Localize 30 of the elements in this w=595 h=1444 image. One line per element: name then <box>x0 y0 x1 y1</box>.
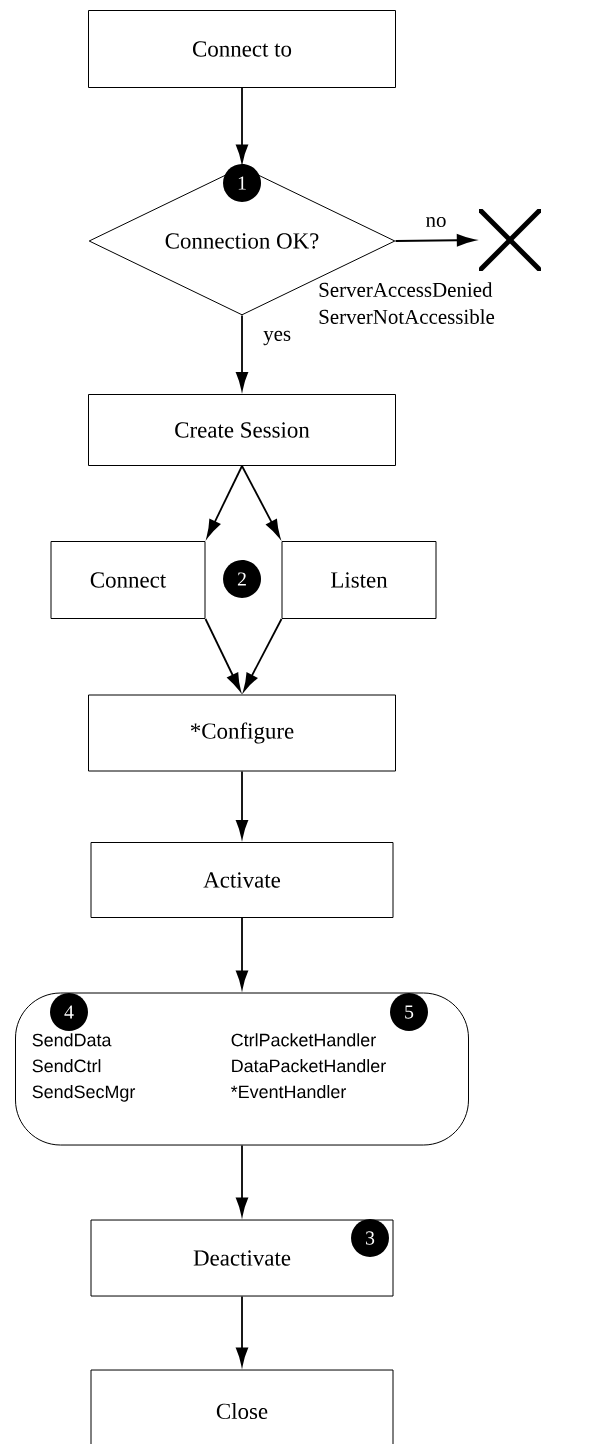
arrow <box>243 618 283 692</box>
method-list: SendData SendCtrl SendSecMgr <box>32 1033 136 1102</box>
method-list: CtrlPacketHandler DataPacketHandler *EventHandler <box>231 1033 386 1099</box>
process-box: Connect to <box>88 10 396 88</box>
exception-name: ServerNotAccessible <box>319 309 495 324</box>
edge-label: no <box>424 215 448 229</box>
process-box: *Configure <box>88 694 396 772</box>
arrow <box>236 1144 248 1216</box>
arrow <box>236 87 248 163</box>
arrow <box>204 618 241 692</box>
process-box: Create Session <box>88 394 396 466</box>
callout-number: 4 <box>50 993 88 1031</box>
callout-number: 2 <box>223 560 261 598</box>
arrow <box>236 917 248 989</box>
arrow <box>236 770 248 839</box>
arrow <box>241 465 281 538</box>
arrow <box>236 1295 248 1366</box>
callout-number: 1 <box>223 164 261 202</box>
callout-number: 5 <box>390 993 428 1031</box>
exception-name: ServerAccessDenied <box>319 282 493 297</box>
process-box: Listen <box>281 541 437 619</box>
cross-mark <box>479 209 541 271</box>
arrow <box>394 234 476 247</box>
arrow <box>236 314 248 391</box>
process-box: Connect <box>50 541 206 619</box>
edge-label: yes <box>262 329 293 347</box>
process-box: Close <box>90 1369 394 1444</box>
arrow <box>206 465 243 538</box>
process-box: Activate <box>90 842 394 918</box>
callout-number: 3 <box>351 1219 389 1257</box>
